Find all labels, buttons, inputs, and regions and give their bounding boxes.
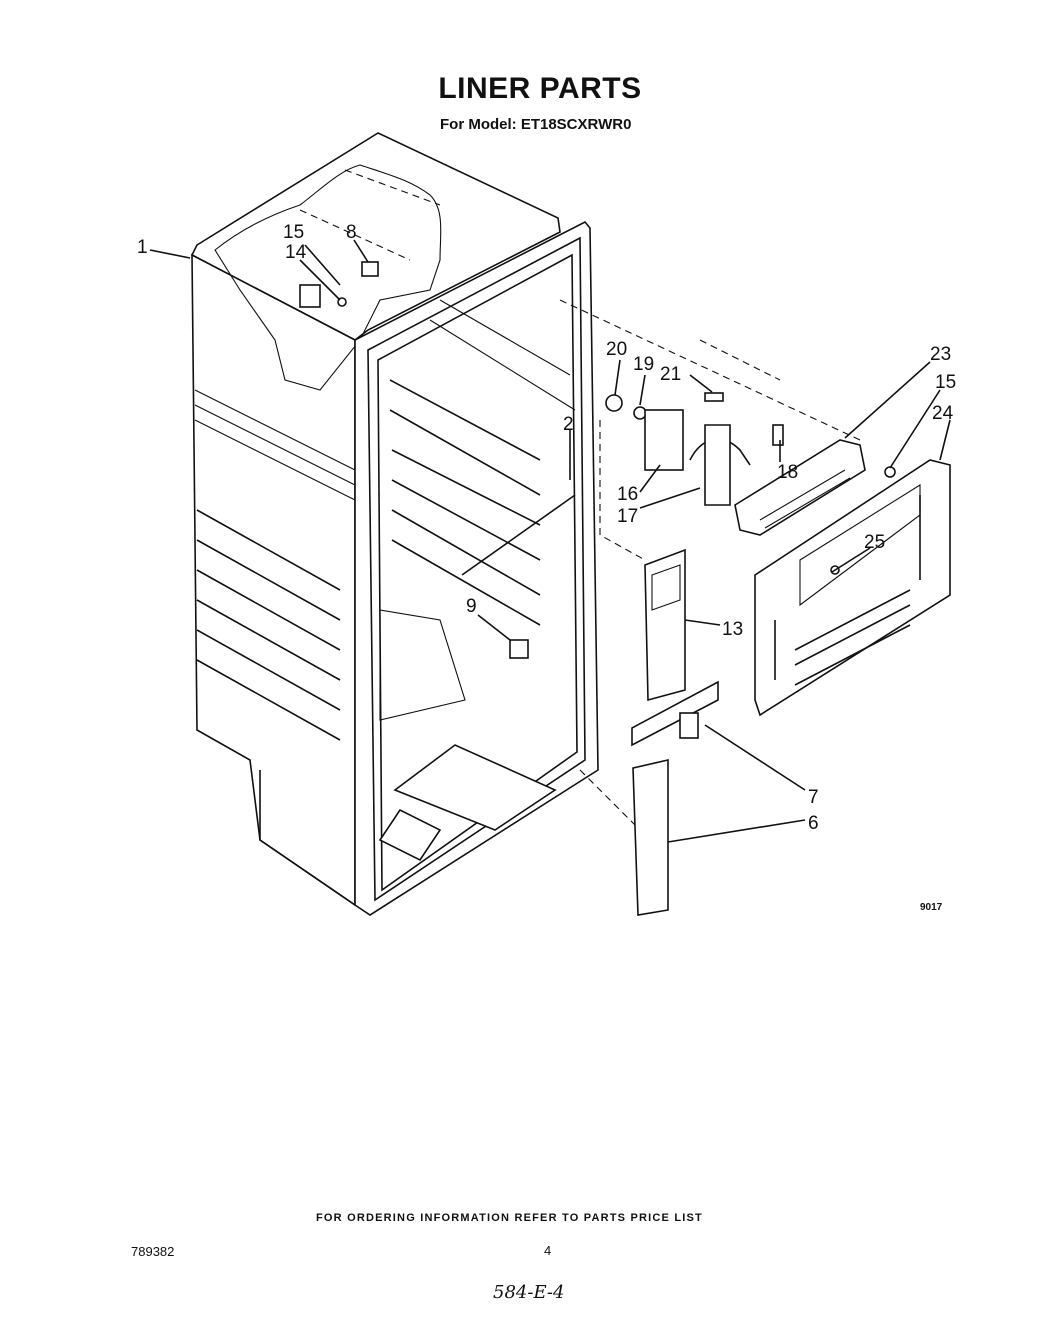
callout-24: 24 [932, 403, 954, 424]
callout-2: 2 [563, 414, 574, 435]
callout-14: 14 [285, 242, 307, 263]
callout-15-top: 15 [283, 222, 304, 243]
handwritten-note: 584-E-4 [493, 1282, 565, 1303]
ordering-note: FOR ORDERING INFORMATION REFER TO PARTS … [316, 1212, 703, 1224]
callout-19: 19 [633, 354, 654, 375]
callout-9: 9 [466, 596, 477, 617]
callout-15-right: 15 [935, 372, 956, 393]
callout-labels: 1 15 14 8 2 9 20 19 21 16 17 18 23 15 24… [137, 222, 956, 913]
fan-motor-assembly [605, 392, 784, 506]
air-grille [734, 439, 896, 536]
callout-leaders [149, 239, 951, 843]
callout-6: 6 [808, 813, 819, 834]
callout-23: 23 [930, 344, 951, 365]
callout-18: 18 [777, 462, 798, 483]
callout-7: 7 [808, 787, 819, 808]
callout-16: 16 [617, 484, 638, 505]
callout-8: 8 [346, 222, 357, 243]
callout-13: 13 [722, 619, 743, 640]
cabinet-liner [190, 132, 599, 916]
cover-panel [754, 459, 951, 717]
model-subtitle: For Model: ET18SCXRWR0 [440, 116, 632, 133]
callout-1: 1 [137, 237, 148, 258]
callout-17: 17 [617, 506, 638, 527]
duct-parts [631, 548, 719, 916]
page-number: 4 [544, 1243, 552, 1258]
callout-21: 21 [660, 364, 681, 385]
page-title: LINER PARTS [438, 72, 642, 105]
document-number: 789382 [131, 1244, 175, 1259]
callout-20: 20 [606, 339, 627, 360]
drawing-code: 9017 [920, 902, 943, 913]
callout-25: 25 [864, 532, 885, 553]
